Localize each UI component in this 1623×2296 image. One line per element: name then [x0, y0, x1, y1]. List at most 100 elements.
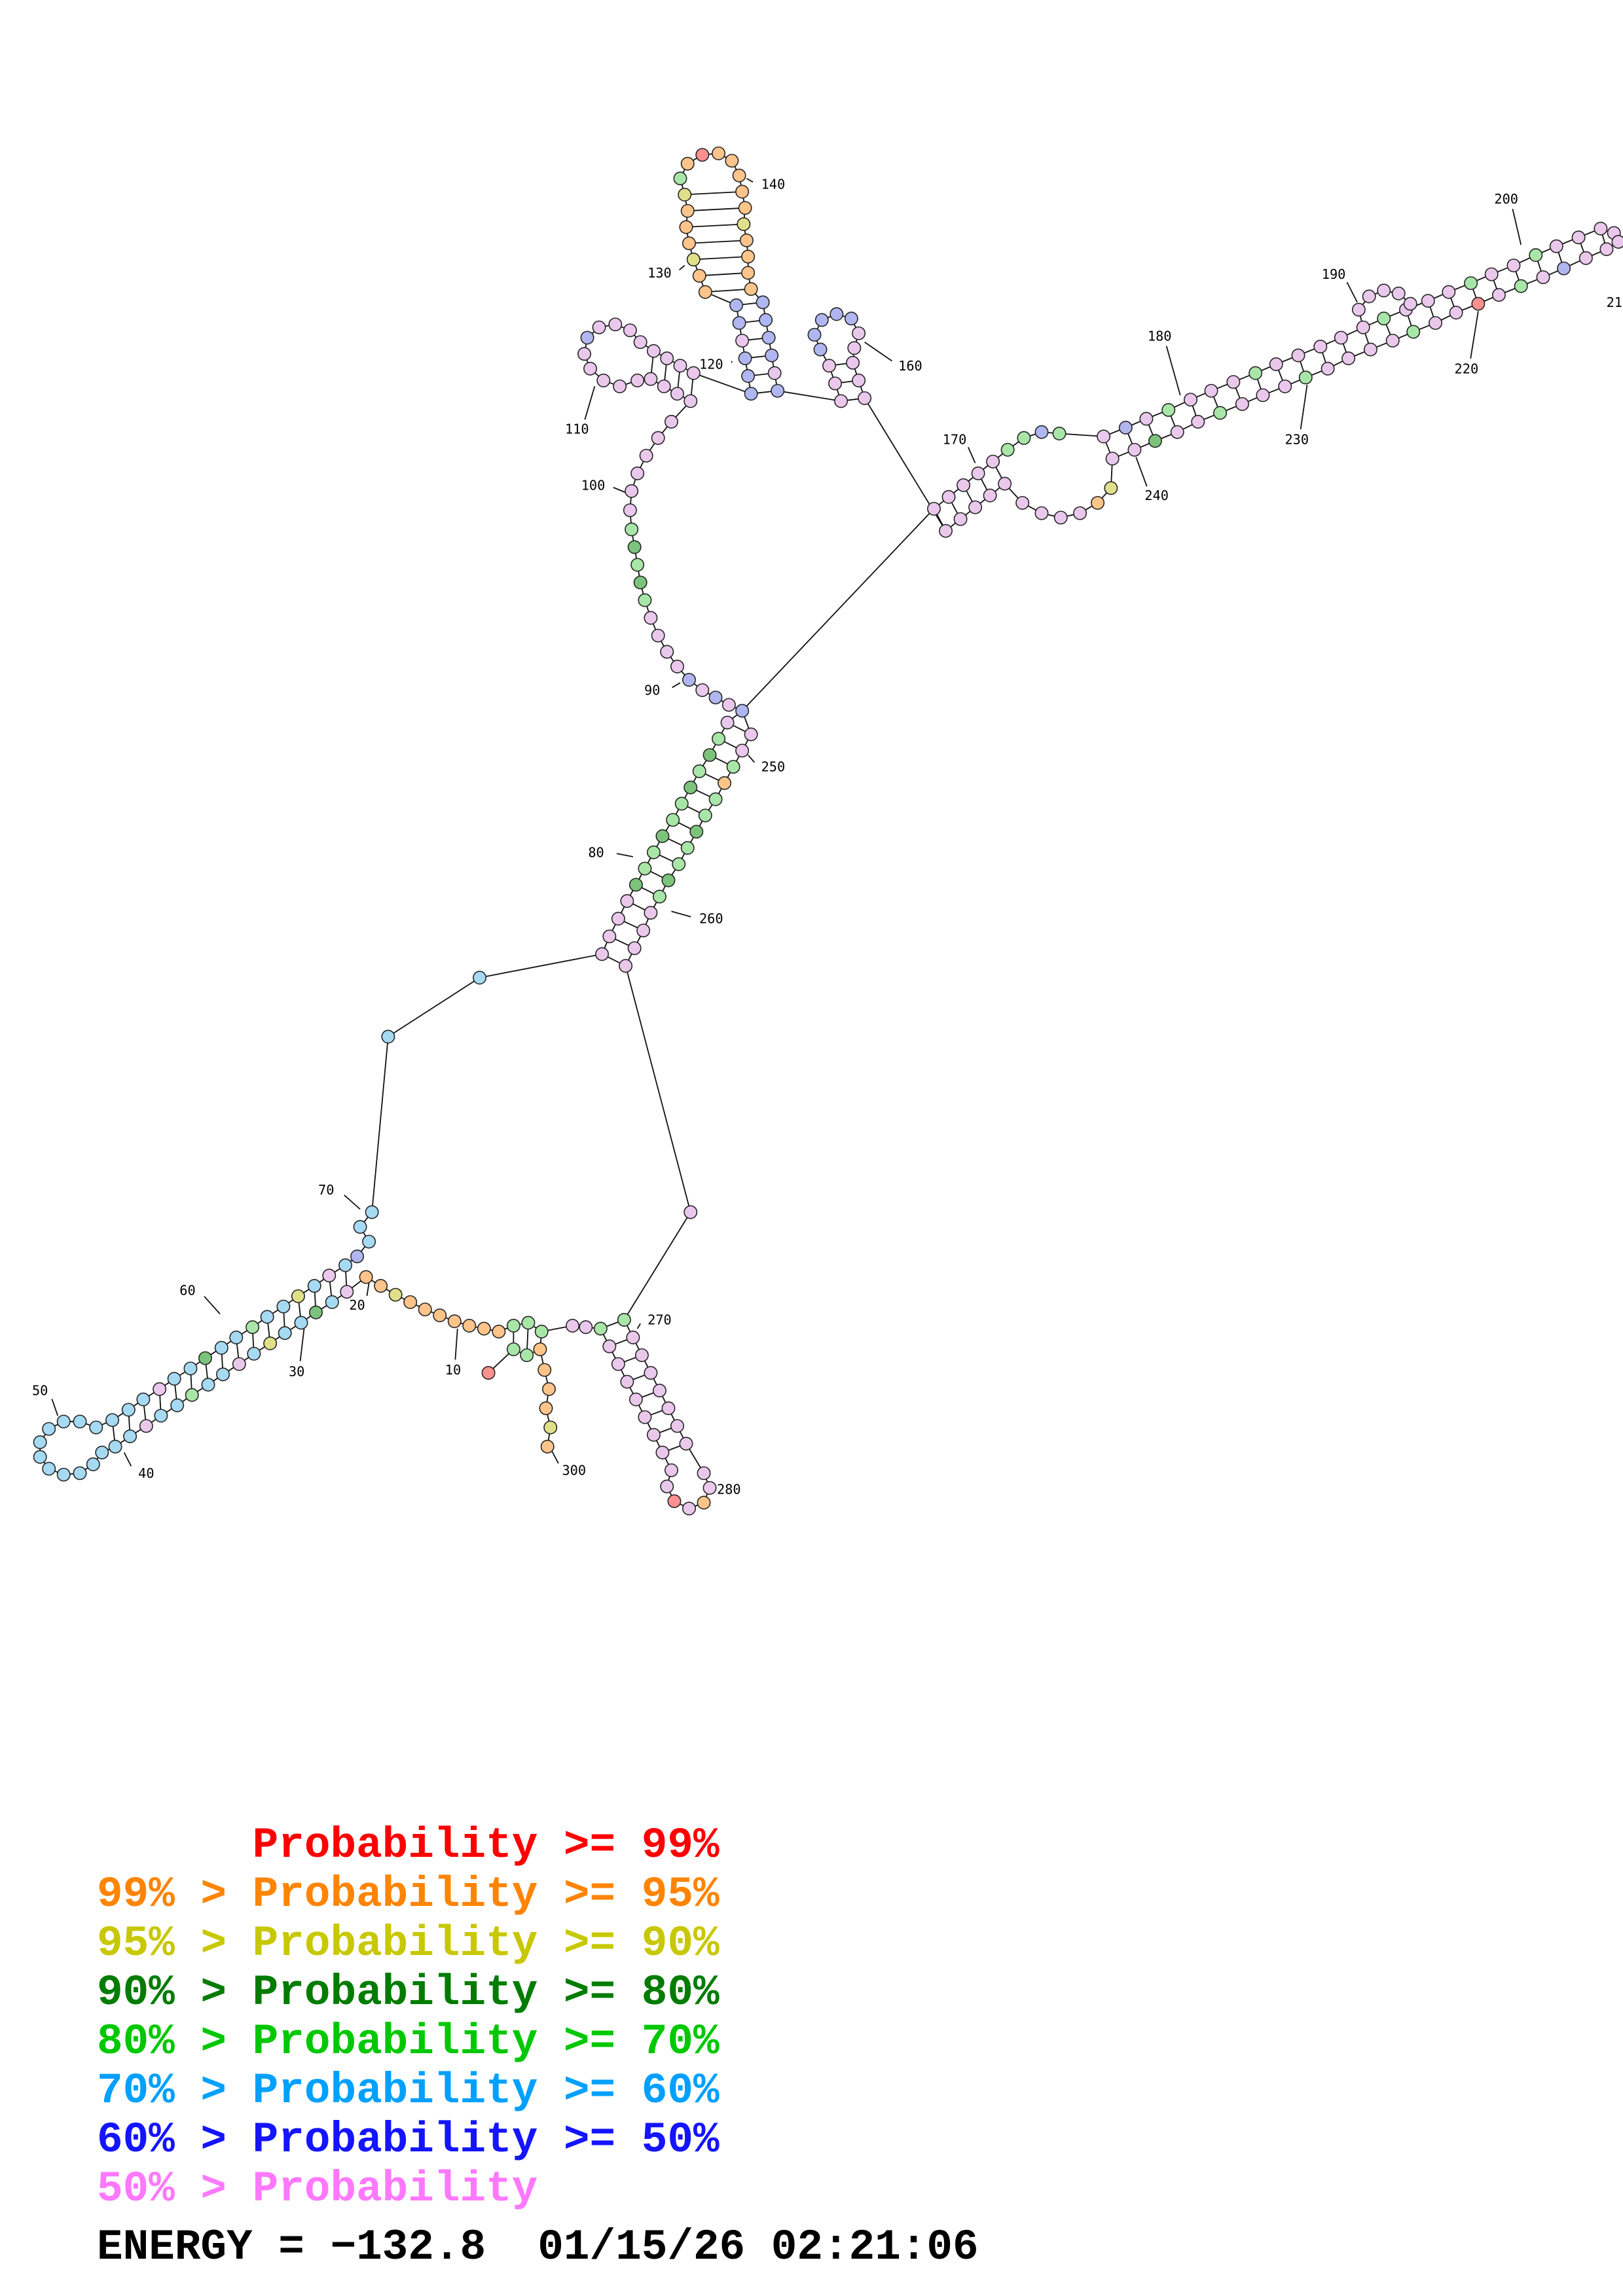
backbone-line [741, 508, 935, 711]
nucleotide-circle [630, 466, 645, 480]
nucleotide-circle [741, 249, 756, 264]
position-label: 180 [1148, 329, 1172, 344]
nucleotide-circle [684, 780, 698, 795]
backbone-line [388, 977, 481, 1037]
position-label: 300 [562, 1462, 586, 1478]
nucleotide-circle [682, 236, 696, 251]
nucleotide-circle [477, 1321, 491, 1336]
nucleotide-circle [108, 1439, 122, 1454]
nucleotide-circle [201, 1378, 215, 1392]
nucleotide-circle [1506, 259, 1521, 273]
nucleotide-circle [1464, 276, 1478, 291]
nucleotide-circle [1104, 481, 1118, 495]
nucleotide-circle [185, 1388, 199, 1402]
nucleotide-circle [846, 355, 860, 370]
nucleotide-circle [686, 366, 701, 380]
nucleotide-circle [42, 1462, 56, 1476]
position-label: 240 [1144, 488, 1169, 503]
nucleotide-circle [433, 1308, 447, 1323]
nucleotide-circle [627, 540, 642, 554]
nucleotide-circle [741, 266, 756, 280]
nucleotide-circle [664, 414, 678, 429]
nucleotide-circle [759, 313, 773, 327]
nucleotide-circle [679, 1437, 693, 1451]
nucleotide-circle [858, 391, 872, 405]
nucleotide-circle [539, 1401, 553, 1416]
nucleotide-circle [670, 387, 684, 401]
nucleotide-circle [294, 1316, 308, 1330]
nucleotide-circle [1557, 261, 1571, 276]
nucleotide-circle [725, 154, 739, 168]
position-label: 100 [581, 477, 606, 493]
nucleotide-circle [735, 185, 750, 199]
position-label: 130 [647, 265, 672, 281]
nucleotide-circle [639, 448, 653, 463]
nucleotide-circle [1097, 429, 1111, 444]
nucleotide-circle [957, 478, 971, 492]
basepair-line [693, 256, 748, 260]
nucleotide-circle [726, 760, 740, 774]
nucleotide-circle [1471, 296, 1486, 311]
nucleotide-circle [629, 1392, 643, 1407]
nucleotide-circle [593, 1321, 608, 1336]
nucleotide-circle [629, 878, 643, 892]
nucleotide-circle [692, 268, 706, 283]
nucleotide-circle [579, 1320, 593, 1335]
nucleotide-circle [660, 645, 674, 659]
nucleotide-circle [291, 1289, 305, 1303]
nucleotide-circle [633, 575, 647, 590]
nucleotide-circle [1571, 230, 1586, 245]
nucleotide-circle [692, 764, 706, 778]
position-label: 140 [761, 177, 786, 192]
nucleotide-circle [307, 1279, 321, 1293]
nucleotide-circle [95, 1445, 109, 1460]
position-label: 10 [445, 1362, 461, 1378]
nucleotide-circle [1269, 357, 1283, 371]
nucleotide-circle [1321, 361, 1335, 376]
position-label: 90 [644, 682, 660, 698]
nucleotide-circle [1356, 320, 1370, 334]
nucleotide-circle [771, 384, 785, 398]
nucleotide-circle [735, 744, 750, 758]
label-leader-line [551, 1450, 559, 1464]
nucleotide-circle [170, 1398, 185, 1412]
nucleotide-circle [350, 1249, 365, 1264]
label-leader-line [679, 264, 685, 271]
nucleotide-circle [983, 488, 997, 503]
basepair-line [684, 190, 742, 196]
nucleotide-circle [627, 941, 642, 956]
nucleotide-circle [232, 1357, 246, 1371]
nucleotide-circle [42, 1422, 56, 1436]
nucleotide-circle [1017, 431, 1031, 445]
nucleotide-circle [214, 1340, 228, 1355]
backbone-line [623, 1211, 691, 1320]
nucleotide-circle [362, 1234, 376, 1249]
position-label: 210 [1607, 295, 1623, 310]
nucleotide-circle [1298, 370, 1313, 385]
nucleotide-circle [941, 490, 956, 504]
nucleotide-circle [136, 1392, 151, 1407]
nucleotide-circle [682, 1501, 696, 1516]
nucleotide-circle [737, 217, 751, 231]
nucleotide-circle [1052, 426, 1067, 440]
nucleotide-circle [971, 466, 985, 480]
nucleotide-circle [660, 1479, 674, 1494]
nucleotide-circle [1536, 270, 1550, 285]
label-leader-line [204, 1296, 221, 1315]
basepair-line [699, 272, 748, 277]
nucleotide-circle [660, 351, 674, 365]
nucleotide-circle [602, 1339, 617, 1354]
nucleotide-circle [697, 1466, 711, 1480]
nucleotide-circle [1421, 294, 1435, 308]
nucleotide-circle [630, 373, 645, 387]
nucleotide-circle [543, 1420, 558, 1435]
nucleotide-circle [1291, 348, 1305, 363]
nucleotide-circle [1015, 495, 1030, 510]
nucleotide-circle [633, 335, 647, 350]
position-label: 40 [138, 1465, 154, 1481]
label-leader-line [584, 386, 596, 420]
nucleotide-circle [1235, 397, 1249, 411]
nucleotide-circle [670, 659, 684, 673]
nucleotide-circle [729, 298, 744, 312]
label-leader-line [616, 853, 634, 857]
